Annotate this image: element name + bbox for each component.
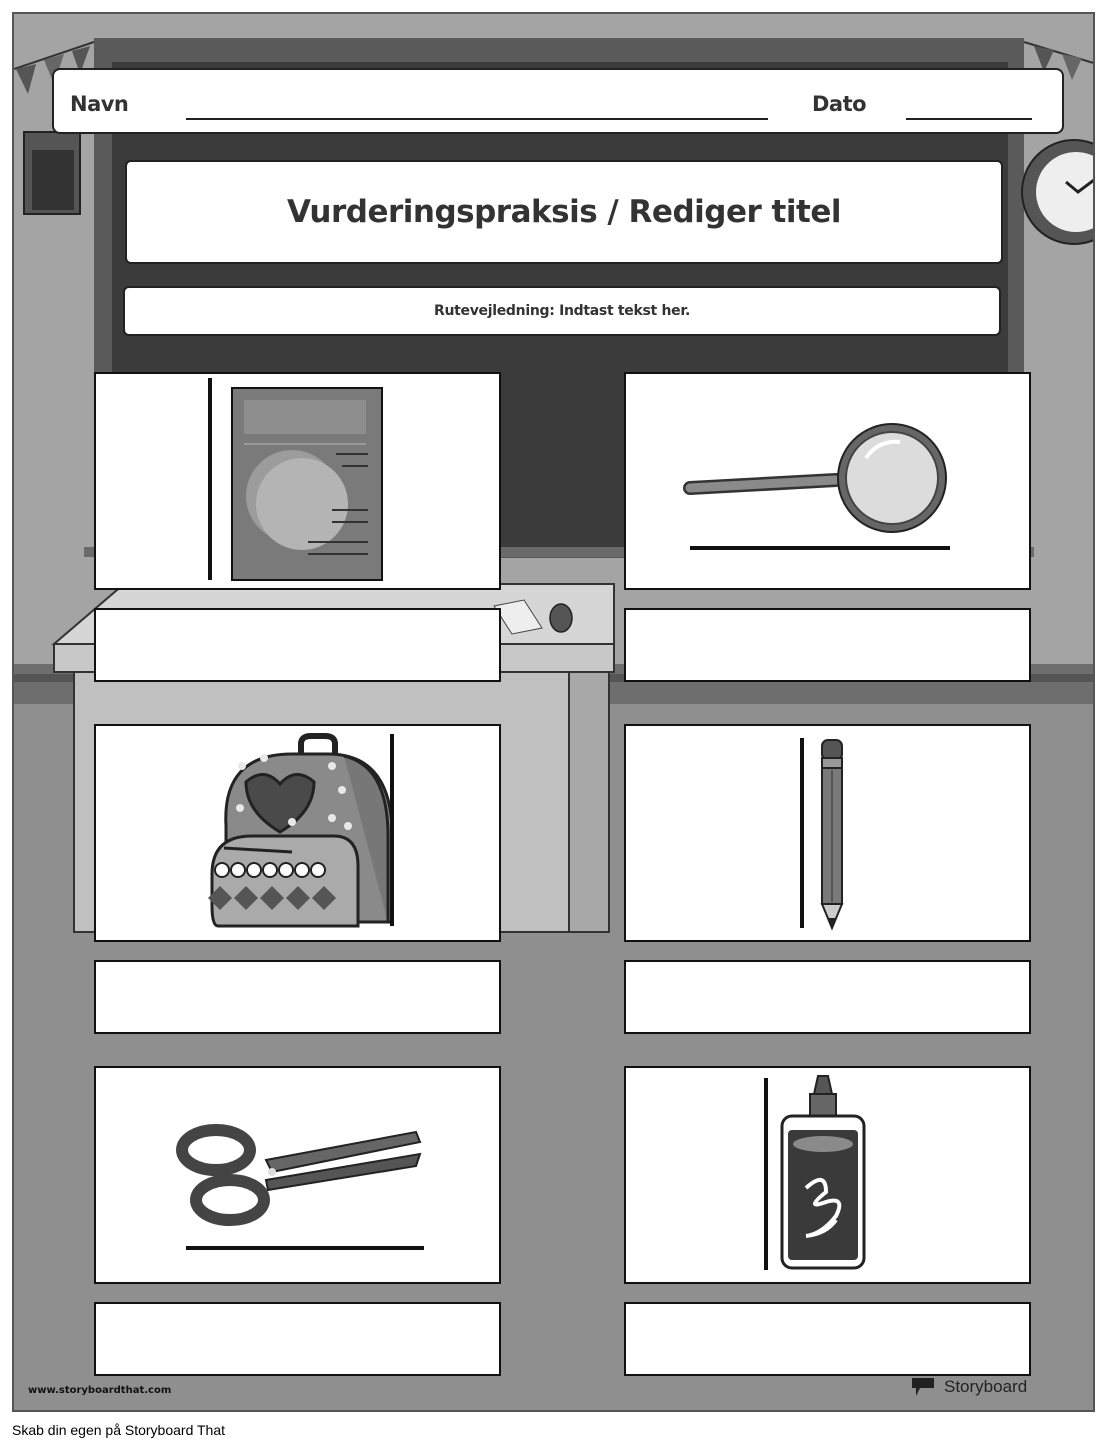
pencil-icon [800, 738, 844, 931]
instructions-box[interactable]: Rutevejledning: Indtast tekst her. [123, 286, 1001, 336]
storyboard-logo-icon [912, 1378, 934, 1396]
answer-box[interactable] [94, 608, 501, 682]
date-line[interactable] [906, 118, 1032, 120]
storyboard-logo[interactable]: Storyboard [910, 1376, 1027, 1398]
watermark-url[interactable]: www.storyboardthat.com [28, 1385, 172, 1396]
page-title[interactable]: Vurderingspraksis / Rediger titel [125, 160, 1003, 264]
book-icon [208, 378, 383, 581]
backpack-icon [208, 733, 394, 928]
picture-card-book [94, 372, 501, 590]
picture-card-glue-bottle [624, 1066, 1031, 1284]
magnifying-glass-icon [683, 423, 950, 550]
footer-text[interactable]: Skab din egen på Storyboard That [12, 1422, 226, 1438]
glue-bottle-icon [764, 1075, 866, 1270]
brand-label: Storyboard [944, 1377, 1028, 1396]
name-date-bar: Navn Dato [52, 68, 1064, 134]
worksheet: Navn Dato Vurderingspraksis / Rediger ti… [12, 12, 1095, 1412]
picture-card-scissors [94, 1066, 501, 1284]
picture-card-magnifying-glass [624, 372, 1031, 590]
name-line[interactable] [186, 118, 768, 120]
name-label: Navn [70, 92, 129, 116]
scissors-icon [176, 1124, 424, 1250]
answer-box[interactable] [94, 960, 501, 1034]
answer-box[interactable] [94, 1302, 501, 1376]
date-label: Dato [812, 92, 867, 116]
answer-box[interactable] [624, 1302, 1031, 1376]
picture-card-backpack [94, 724, 501, 942]
answer-box[interactable] [624, 960, 1031, 1034]
picture-card-pencil [624, 724, 1031, 942]
answer-box[interactable] [624, 608, 1031, 682]
